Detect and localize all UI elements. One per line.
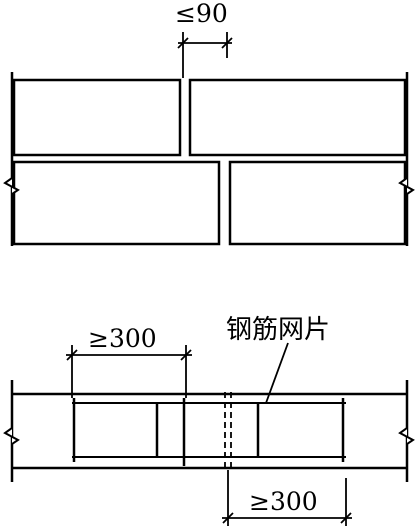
dimension-max-gap bbox=[177, 37, 233, 49]
break-marks-bottom bbox=[3, 418, 415, 454]
break-mark-right bbox=[398, 168, 415, 204]
tick-left-lap-a bbox=[66, 349, 78, 361]
brick-lower-left bbox=[12, 160, 221, 246]
top-brick-detail bbox=[10, 72, 409, 246]
break-marks-top bbox=[3, 168, 415, 204]
gap-guides bbox=[182, 32, 228, 78]
tick-right-lap-b bbox=[340, 512, 352, 524]
label-max-gap: ≤90 bbox=[175, 0, 228, 28]
brick-lower-right bbox=[228, 160, 407, 246]
break-mark-bottom-right bbox=[398, 418, 415, 454]
tick-right bbox=[221, 37, 233, 49]
dimension-right-lap bbox=[222, 470, 352, 526]
tick-left-lap-b bbox=[180, 349, 192, 361]
break-mark-left bbox=[3, 168, 20, 204]
break-mark-bottom-left bbox=[3, 418, 20, 454]
brick-upper-right bbox=[188, 78, 407, 157]
dimension-left-lap bbox=[66, 345, 192, 398]
bottom-mesh-detail bbox=[10, 380, 409, 482]
label-right-lap: ≥300 bbox=[249, 487, 318, 516]
label-mesh: 钢筋网片 bbox=[226, 315, 330, 345]
mesh-leader-line bbox=[265, 342, 289, 404]
label-left-lap: ≥300 bbox=[88, 324, 157, 353]
brick-upper-left bbox=[12, 78, 182, 157]
tick-left bbox=[177, 37, 189, 49]
tick-right-lap-a bbox=[222, 512, 234, 524]
